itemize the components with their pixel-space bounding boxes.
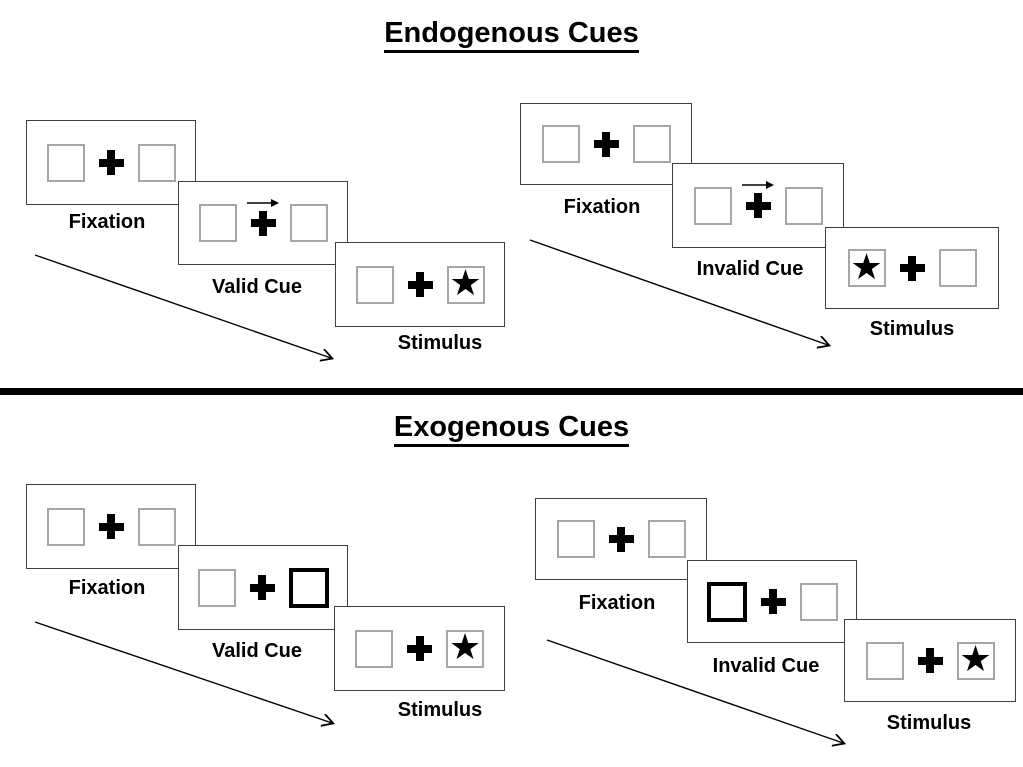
left-stimulus-box	[198, 204, 237, 242]
right-stimulus-box	[938, 249, 977, 287]
section-divider	[0, 388, 1023, 395]
right-stimulus-box	[137, 507, 176, 546]
left-stimulus-box	[865, 641, 904, 680]
star-icon: ★	[449, 263, 482, 304]
cue-direction-arrow-icon	[742, 181, 774, 189]
right-stimulus-box: ★	[956, 639, 995, 680]
panel-stimulus: ★	[335, 242, 505, 327]
left-stimulus-box	[693, 186, 732, 225]
fixation-cross-icon	[407, 272, 433, 297]
left-stimulus-box	[355, 265, 394, 304]
right-stimulus-box	[289, 204, 328, 242]
right-stimulus-box	[784, 186, 823, 225]
fixation-cross-icon	[249, 575, 275, 600]
fixation-cross-icon	[407, 636, 432, 661]
sequence-timeline-arrow	[34, 254, 343, 368]
left-stimulus-box-cued	[706, 581, 747, 622]
panel-stimulus: ★	[825, 227, 999, 309]
panel-label: Invalid Cue	[696, 258, 804, 280]
right-stimulus-box	[632, 125, 671, 163]
fixation-cross-icon	[760, 589, 786, 614]
star-icon: ★	[959, 639, 992, 680]
panel-valid-cue	[178, 181, 348, 265]
section-title-exogenous: Exogenous Cues	[0, 410, 1023, 447]
panel-label: Invalid Cue	[712, 655, 820, 677]
left-stimulus-box	[46, 143, 85, 182]
panel-fixation	[26, 120, 196, 205]
fixation-cross-icon	[899, 255, 925, 281]
panel-fixation	[535, 498, 707, 580]
panel-label: Valid Cue	[211, 276, 303, 298]
panel-label: Fixation	[578, 592, 656, 614]
right-stimulus-box	[799, 582, 838, 621]
panel-label: Valid Cue	[211, 640, 303, 662]
panel-fixation	[520, 103, 692, 185]
panel-invalid-cue	[687, 560, 857, 643]
left-stimulus-box	[556, 520, 595, 558]
panel-label: Fixation	[68, 577, 146, 599]
sequence-timeline-arrow	[34, 621, 342, 732]
panel-label: Stimulus	[869, 318, 955, 340]
panel-stimulus: ★	[844, 619, 1016, 702]
left-stimulus-box	[355, 629, 393, 668]
panel-stimulus: ★	[334, 606, 505, 691]
left-stimulus-box	[197, 568, 236, 607]
right-stimulus-box-cued	[288, 567, 329, 608]
left-stimulus-box	[541, 125, 580, 163]
sequence-timeline-arrow	[546, 639, 852, 752]
panel-valid-cue	[178, 545, 348, 630]
left-stimulus-box	[46, 507, 85, 546]
panel-label: Stimulus	[397, 699, 483, 721]
fixation-cross-icon	[250, 210, 276, 236]
fixation-cross-icon	[745, 193, 771, 218]
right-stimulus-box	[137, 143, 176, 182]
right-stimulus-box: ★	[446, 263, 485, 304]
right-stimulus-box	[647, 520, 686, 558]
right-stimulus-box: ★	[446, 627, 484, 668]
panel-label: Stimulus	[397, 332, 483, 354]
cue-direction-arrow-icon	[247, 198, 279, 207]
section-title-endogenous: Endogenous Cues	[0, 16, 1023, 53]
fixation-cross-icon	[608, 526, 634, 552]
fixation-cross-icon	[98, 150, 124, 175]
section-title-text: Endogenous Cues	[384, 17, 639, 53]
panel-label: Fixation	[68, 211, 146, 233]
fixation-cross-icon	[917, 648, 943, 673]
panel-label: Stimulus	[886, 712, 972, 734]
star-icon: ★	[448, 627, 482, 668]
sequence-timeline-arrow	[529, 239, 838, 353]
panel-label: Fixation	[563, 196, 641, 218]
fixation-cross-icon	[593, 131, 619, 157]
left-stimulus-box: ★	[847, 246, 886, 288]
star-icon: ★	[850, 246, 883, 288]
panel-invalid-cue	[672, 163, 844, 248]
panel-fixation	[26, 484, 196, 569]
fixation-cross-icon	[98, 514, 124, 539]
section-title-text: Exogenous Cues	[393, 411, 630, 447]
